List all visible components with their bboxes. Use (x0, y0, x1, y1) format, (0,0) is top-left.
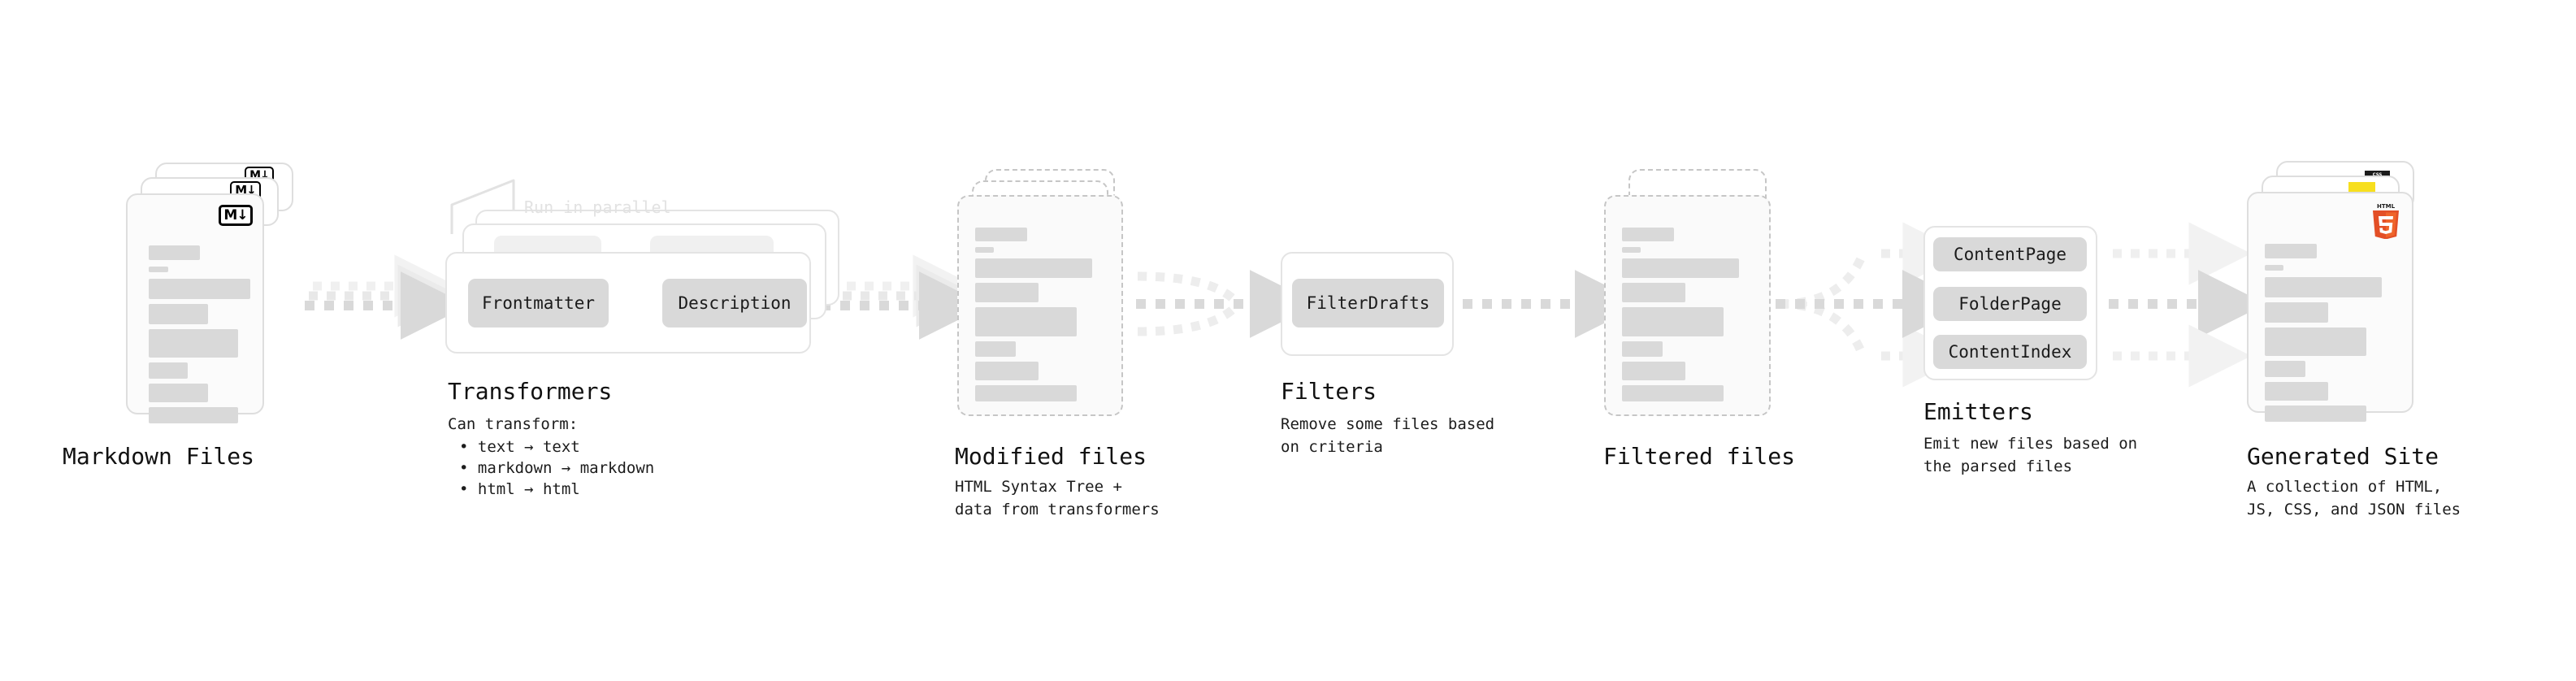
file-card-front: HTML (2247, 192, 2413, 422)
filter-chip-filterdrafts[interactable]: FilterDrafts (1292, 279, 1444, 327)
skeleton-bar (975, 307, 1077, 336)
skeleton-bar (149, 362, 188, 379)
arrow-modified-to-filters (1136, 270, 1318, 338)
skeleton-bar (1622, 307, 1724, 336)
skeleton-bar (2265, 244, 2317, 258)
skeleton-bar (1622, 283, 1685, 302)
skeleton-bar (2265, 327, 2366, 356)
skeleton-bar (1622, 385, 1724, 401)
skeleton-bar (2265, 382, 2328, 401)
transformer-chip-description[interactable]: Description (662, 279, 807, 327)
skeleton-bar (975, 341, 1016, 357)
emitter-chip-folderpage[interactable]: FolderPage (1933, 287, 2087, 321)
skeleton-bar (149, 384, 208, 402)
skeleton-bar (149, 304, 208, 324)
bullet-text: markdown → markdown (477, 459, 655, 477)
skeleton-bar (1622, 228, 1674, 241)
transformer-chip-frontmatter[interactable]: Frontmatter (468, 279, 609, 327)
skeleton-bar (2265, 361, 2305, 377)
file-card-front (1604, 195, 1771, 416)
svg-text:HTML: HTML (2377, 203, 2396, 210)
skeleton-bar (975, 283, 1039, 302)
skeleton-bar (149, 329, 238, 358)
skeleton-bar (2265, 265, 2283, 271)
bullet-text: html → html (477, 480, 580, 498)
emitter-chip-contentindex[interactable]: ContentIndex (1933, 335, 2087, 369)
run-in-parallel-label: Run in parallel (524, 197, 671, 217)
javascript-badge-icon (2348, 182, 2375, 194)
svg-text:CSS: CSS (2373, 173, 2383, 178)
skeleton-bar (975, 258, 1092, 278)
skeleton-bar (2265, 277, 2382, 297)
emitters-subtitle: Emit new files based on the parsed files (1923, 435, 2138, 475)
skeleton-bar (149, 407, 238, 423)
stage-title-transformers: Transformers (448, 378, 613, 405)
arrow-emitters-to-site (2109, 222, 2266, 388)
file-card-front: M↓ (126, 193, 264, 423)
arrow-filtered-to-emitters (1776, 222, 1971, 388)
filters-subtitle: Remove some files based on criteria (1281, 415, 1495, 456)
skeleton-bar (149, 245, 200, 260)
emitter-chip-contentpage[interactable]: ContentPage (1933, 237, 2087, 271)
stage-title-markdown-files: Markdown Files (63, 443, 255, 470)
stage-title-emitters: Emitters (1923, 398, 2033, 425)
skeleton-bar (149, 267, 168, 272)
skeleton-bar (975, 385, 1077, 401)
markdown-badge-icon: M↓ (219, 205, 253, 226)
transformers-bullet-2: • html → html (459, 480, 580, 498)
skeleton-bar (975, 228, 1027, 241)
skeleton-bar (1622, 247, 1641, 253)
transformers-subtitle: Can transform: (448, 415, 579, 433)
stage-title-filters: Filters (1281, 378, 1377, 405)
skeleton-bar (1622, 362, 1685, 380)
bullet-text: text → text (477, 438, 580, 456)
html5-badge-icon: HTML (2370, 202, 2402, 240)
skeleton-bar (1622, 258, 1739, 278)
skeleton-bar (2265, 406, 2366, 422)
skeleton-bar (2265, 302, 2328, 323)
stage-title-generated-site: Generated Site (2247, 443, 2439, 470)
stage-title-filtered-files: Filtered files (1603, 443, 1796, 470)
skeleton-bar (975, 247, 994, 253)
skeleton-bar (149, 279, 250, 299)
transformers-bullet-0: • text → text (459, 438, 580, 456)
transformers-bullet-1: • markdown → markdown (459, 459, 655, 477)
html5-logo-svg: HTML (2373, 203, 2399, 240)
arrow-markdown-to-transformers (305, 254, 469, 340)
modified-files-subtitle: HTML Syntax Tree + data from transformer… (955, 478, 1160, 518)
skeleton-bar (975, 362, 1039, 380)
skeleton-bar (1622, 341, 1663, 357)
file-card-front (957, 195, 1123, 416)
stage-title-modified-files: Modified files (955, 443, 1147, 470)
generated-site-subtitle: A collection of HTML, JS, CSS, and JSON … (2247, 478, 2461, 518)
